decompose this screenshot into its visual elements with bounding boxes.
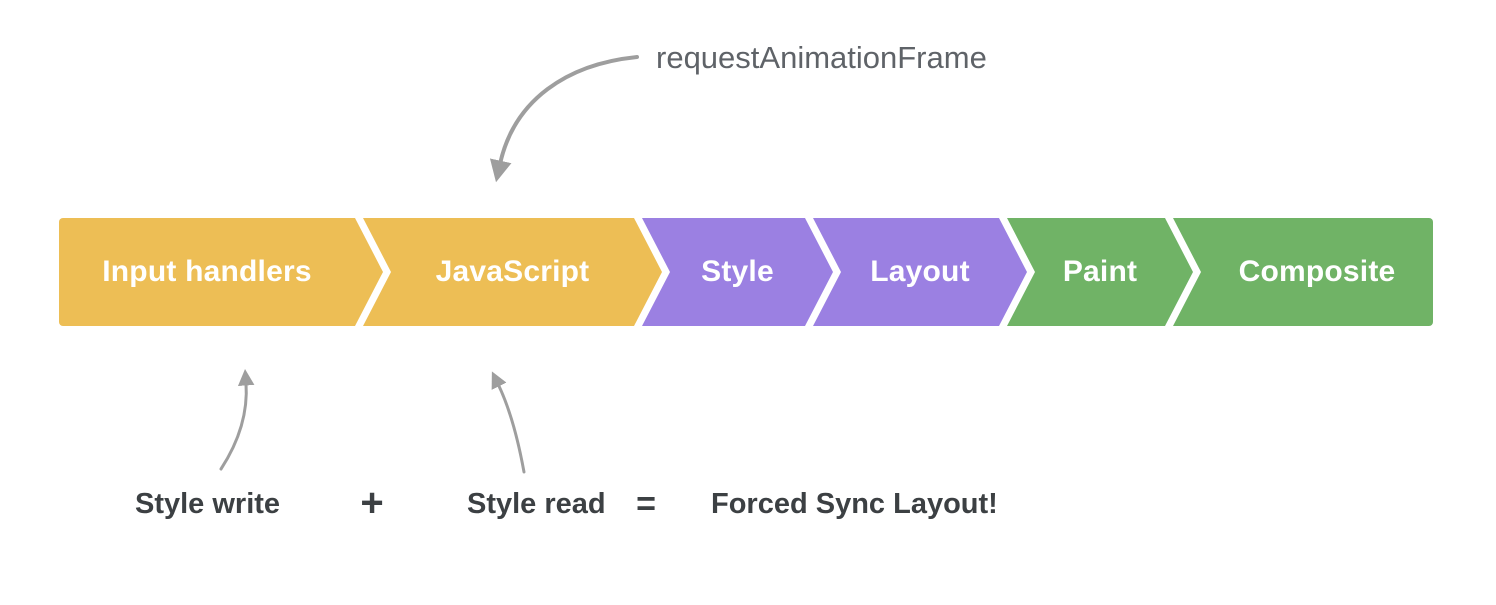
forced-sync-layout-label: Forced Sync Layout! — [711, 488, 998, 520]
style-read-arrow-icon — [491, 371, 526, 474]
raf-arrow-icon — [489, 55, 639, 183]
segment-layout-label: Layout — [870, 255, 970, 288]
segment-composite-label: Composite — [1238, 255, 1396, 288]
style-write-label: Style write — [135, 488, 281, 520]
segment-javascript: JavaScript — [363, 218, 662, 326]
request-animation-frame-label: requestAnimationFrame — [656, 40, 987, 75]
segment-layout: Layout — [813, 218, 1027, 326]
plus-sign: + — [360, 481, 384, 525]
equals-sign: = — [636, 485, 656, 523]
segment-paint-label: Paint — [1062, 255, 1138, 288]
segment-paint: Paint — [1007, 218, 1193, 326]
segment-javascript-label: JavaScript — [435, 255, 590, 288]
segment-style: Style — [642, 218, 833, 326]
segment-style-label: Style — [701, 255, 774, 288]
segment-input-handlers-label: Input handlers — [102, 255, 312, 288]
segment-composite: Composite — [1173, 218, 1433, 326]
pipeline-bar: Input handlers JavaScript Style Layout P… — [59, 218, 1433, 326]
style-read-label: Style read — [467, 488, 606, 520]
segment-input-handlers: Input handlers — [59, 218, 383, 326]
style-write-arrow-icon — [219, 369, 255, 471]
